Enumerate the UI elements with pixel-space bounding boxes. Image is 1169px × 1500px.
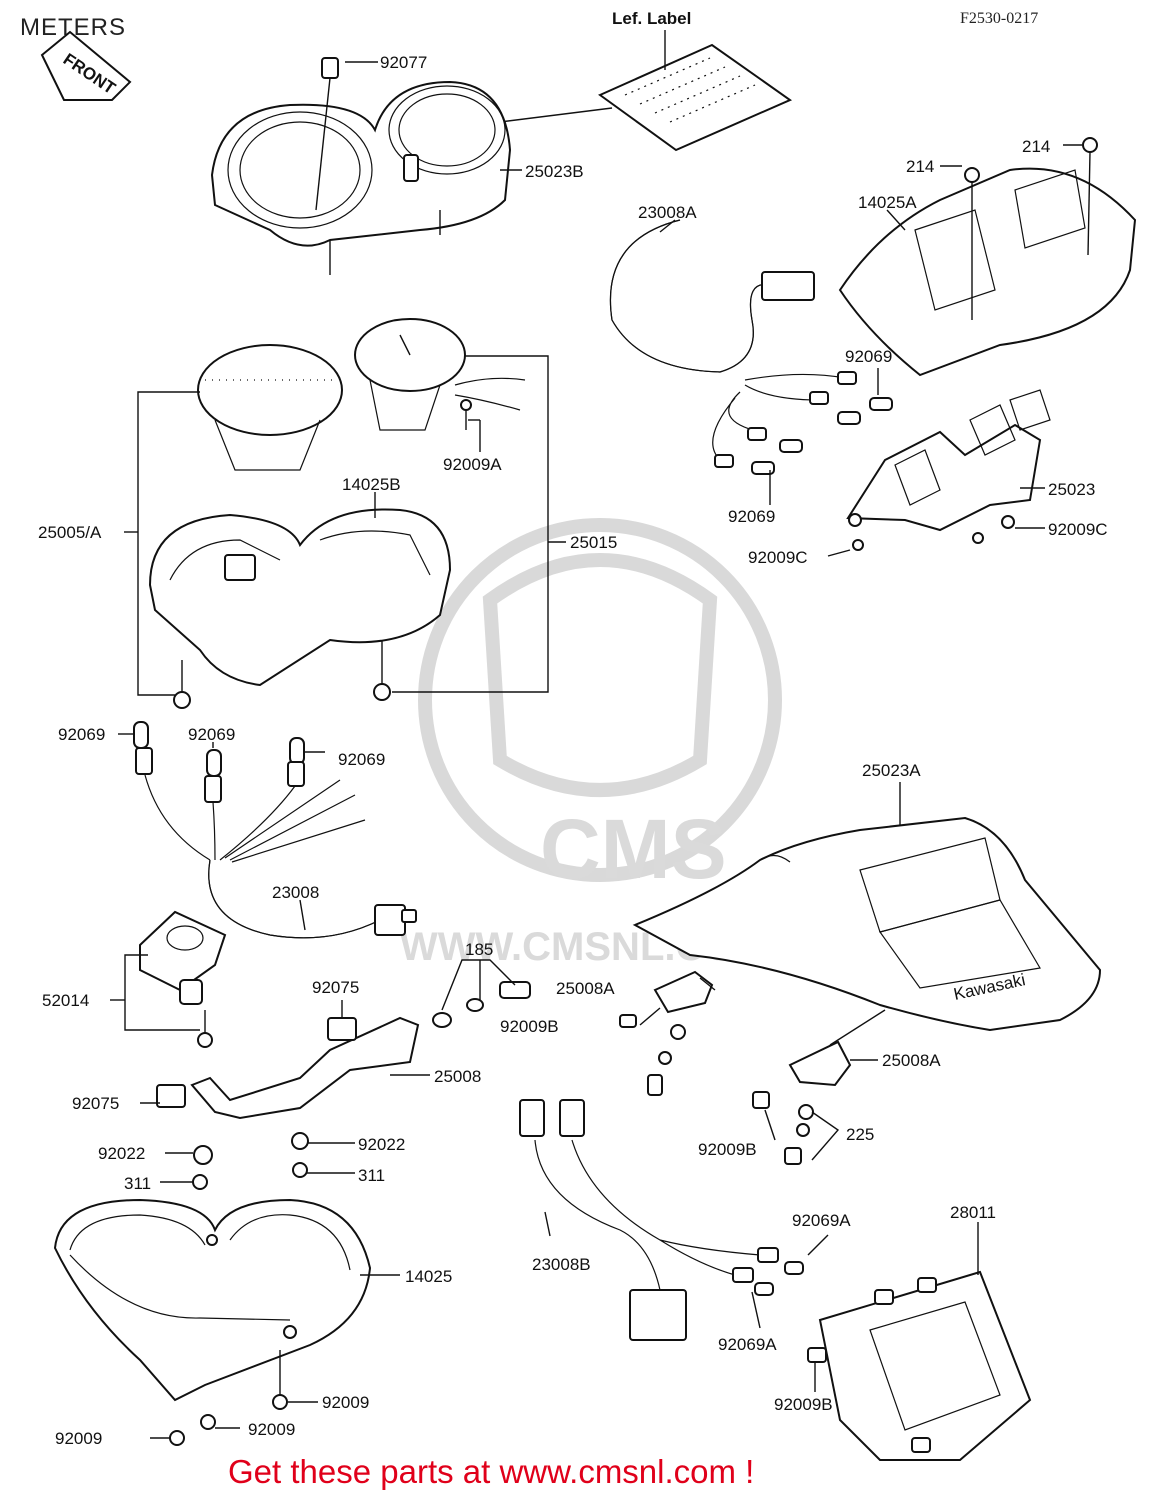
- label-25023B: 25023B: [525, 162, 584, 181]
- lef-label-sticker: [499, 30, 793, 152]
- label-92009C-b: 92009C: [748, 548, 808, 567]
- label-92009B-a: 92009B: [500, 1017, 559, 1036]
- label-92069-l1: 92069: [58, 725, 105, 744]
- label-23008A: 23008A: [638, 203, 697, 222]
- label-92022-a: 92022: [98, 1144, 145, 1163]
- label-14025: 14025: [405, 1267, 452, 1286]
- label-92069-l3: 92069: [338, 750, 385, 769]
- drawing-code: F2530-0217: [960, 10, 1039, 27]
- label-92069-r2: 92069: [728, 507, 775, 526]
- label-25015: 25015: [570, 533, 617, 552]
- label-92022-b: 92022: [358, 1135, 405, 1154]
- label-92009-c: 92009: [55, 1429, 102, 1448]
- meter-case-top: [210, 57, 522, 275]
- watermark-logo: CMS: [540, 802, 727, 896]
- label-92009C-a: 92009C: [1048, 520, 1108, 539]
- label-92075-b: 92075: [72, 1094, 119, 1113]
- large-cover: Kawasaki: [619, 782, 1102, 1165]
- label-92009-a: 92009: [322, 1393, 369, 1412]
- label-92069A-b: 92069A: [718, 1335, 777, 1354]
- label-25008A-a: 25008A: [556, 979, 615, 998]
- label-92009B-c: 92009B: [774, 1395, 833, 1414]
- label-25005A: 25005/A: [38, 523, 102, 542]
- harness-23008B: [519, 1099, 829, 1341]
- lower-cover: [53, 1198, 400, 1446]
- footer-call-to-action[interactable]: Get these parts at www.cmsnl.com !: [228, 1453, 755, 1490]
- gauge-assembly: [124, 318, 566, 709]
- label-92009-b: 92009: [248, 1420, 295, 1439]
- label-23008B: 23008B: [532, 1255, 591, 1274]
- label-14025A: 14025A: [858, 193, 917, 212]
- label-25008A-b: 25008A: [882, 1051, 941, 1070]
- label-92077: 92077: [380, 53, 427, 72]
- label-23008: 23008: [272, 883, 319, 902]
- label-92075-a: 92075: [312, 978, 359, 997]
- label-311-a: 311: [124, 1174, 151, 1193]
- indicator-bracket: [827, 389, 1051, 557]
- label-311-b: 311: [358, 1166, 385, 1185]
- label-92069-l2: 92069: [188, 725, 235, 744]
- label-25023A: 25023A: [862, 761, 921, 780]
- label-92069-r1: 92069: [845, 347, 892, 366]
- sensor-52014: [110, 910, 227, 1048]
- meter-bracket: [140, 959, 531, 1190]
- harness-23008A: [609, 219, 893, 505]
- label-lef-label: Lef. Label: [612, 9, 691, 28]
- label-28011: 28011: [950, 1203, 996, 1222]
- harness-23008: [118, 721, 417, 939]
- front-arrow-icon: FRONT: [40, 30, 132, 101]
- label-92009B-b: 92009B: [698, 1140, 757, 1159]
- label-14025B: 14025B: [342, 475, 401, 494]
- label-185: 185: [465, 940, 493, 959]
- label-92069A-a: 92069A: [792, 1211, 851, 1230]
- regulator-28011: [807, 1222, 1032, 1461]
- upper-cover: [838, 137, 1137, 377]
- label-225: 225: [846, 1125, 874, 1144]
- label-214-b: 214: [1022, 137, 1050, 156]
- label-52014: 52014: [42, 991, 89, 1010]
- label-214-a: 214: [906, 157, 934, 176]
- label-92009A: 92009A: [443, 455, 502, 474]
- part-labels: Lef. Label 92077 25023B 214 214 14025A 2…: [38, 9, 1108, 1448]
- label-25023: 25023: [1048, 480, 1095, 499]
- label-25008: 25008: [434, 1067, 481, 1086]
